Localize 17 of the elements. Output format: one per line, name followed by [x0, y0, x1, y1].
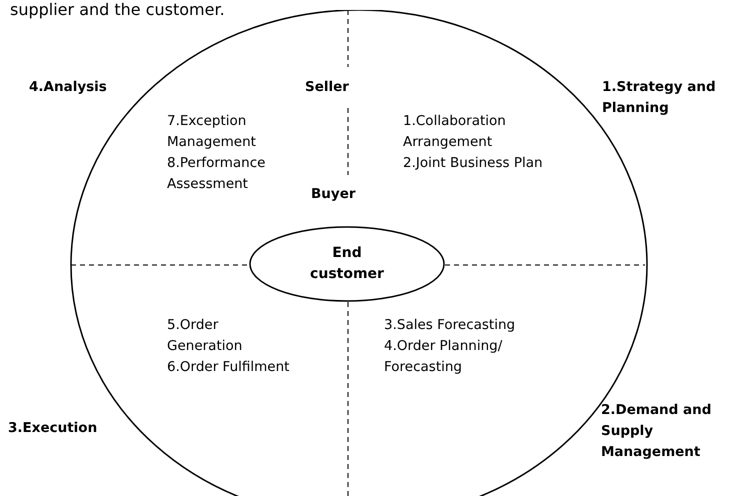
- step-text: 3.Sales Forecasting: [384, 316, 516, 335]
- caption-text: supplier and the customer.: [10, 0, 226, 19]
- step-text: 2.Joint Business Plan: [403, 154, 544, 173]
- step-text: 4.Order Planning/ Forecasting: [384, 337, 504, 377]
- step-text: 5.Order Generation: [167, 316, 244, 356]
- node-label: End customer: [309, 244, 385, 284]
- step-text: 8.Performance Assessment: [167, 154, 266, 194]
- section-heading: 1.Strategy and Planning: [602, 78, 717, 118]
- ellipse-node: [249, 226, 445, 302]
- step-text: 1.Collaboration Arrangement: [403, 112, 507, 152]
- role-label: Buyer: [311, 185, 357, 204]
- step-text: 6.Order Fulfilment: [167, 358, 290, 377]
- role-label: Seller: [305, 78, 350, 97]
- section-heading: 3.Execution: [8, 419, 98, 438]
- section-heading: 4.Analysis: [29, 78, 108, 97]
- section-heading: 2.Demand and Supply Management: [601, 401, 712, 462]
- step-text: 7.Exception Management: [167, 112, 257, 152]
